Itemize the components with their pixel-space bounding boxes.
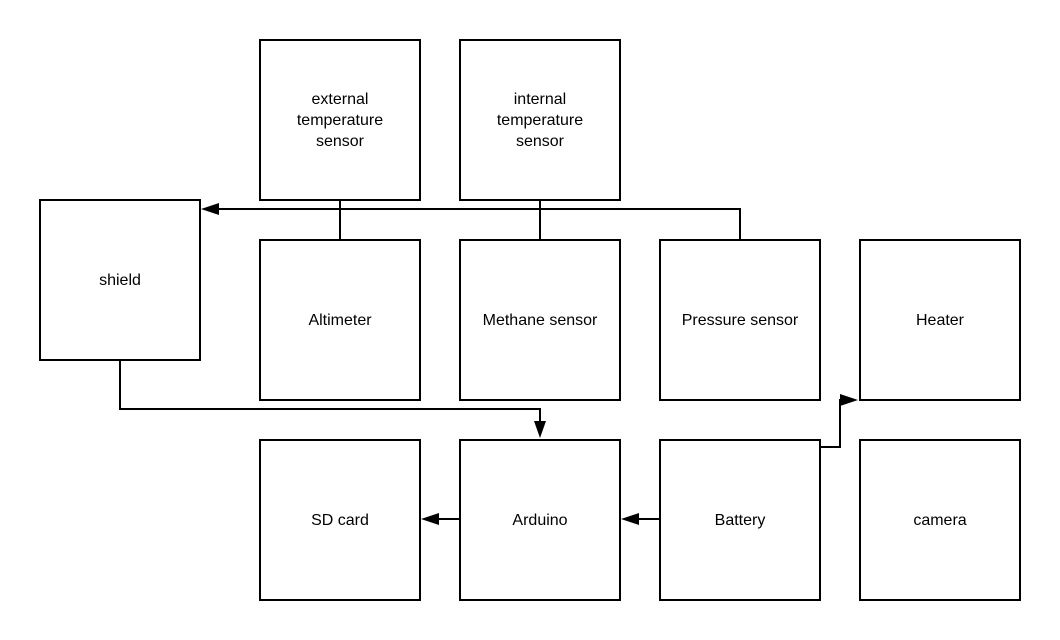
internal-temperature-sensor-box: internal temperature sensor <box>459 39 621 201</box>
camera-box: camera <box>859 439 1021 601</box>
camera-label: camera <box>913 511 967 529</box>
heater-box: Heater <box>859 239 1021 401</box>
arrowhead-into-heater <box>840 394 858 406</box>
external-temperature-sensor-box: external temperature sensor <box>259 39 421 201</box>
arrowhead-into-shield <box>201 203 219 215</box>
battery-box: Battery <box>659 439 821 601</box>
methane-sensor-label: Methane sensor <box>482 311 598 329</box>
arrowhead-into-arduino <box>534 421 546 438</box>
altimeter-label: Altimeter <box>308 311 372 329</box>
connector-sensors-to-shield <box>212 208 741 240</box>
pressure-sensor-label: Pressure sensor <box>681 311 799 329</box>
pressure-sensor-box: Pressure sensor <box>659 239 821 401</box>
arrowhead-into-arduino-from-battery <box>621 513 639 525</box>
methane-sensor-box: Methane sensor <box>459 239 621 401</box>
shield-box: shield <box>39 199 201 361</box>
sd-card-label: SD card <box>311 511 369 529</box>
heater-label: Heater <box>915 311 965 329</box>
sd-card-box: SD card <box>259 439 421 601</box>
arduino-label: Arduino <box>512 511 568 529</box>
external-temperature-sensor-label: external temperature sensor <box>296 90 384 150</box>
battery-label: Battery <box>714 511 766 529</box>
arrowhead-into-sd-card <box>421 513 439 525</box>
internal-temperature-sensor-label: internal temperature sensor <box>496 90 584 150</box>
connector-shield-to-arduino <box>119 360 541 428</box>
arduino-box: Arduino <box>459 439 621 601</box>
altimeter-box: Altimeter <box>259 239 421 401</box>
connector-battery-to-heater <box>820 399 846 448</box>
shield-label: shield <box>99 271 141 289</box>
